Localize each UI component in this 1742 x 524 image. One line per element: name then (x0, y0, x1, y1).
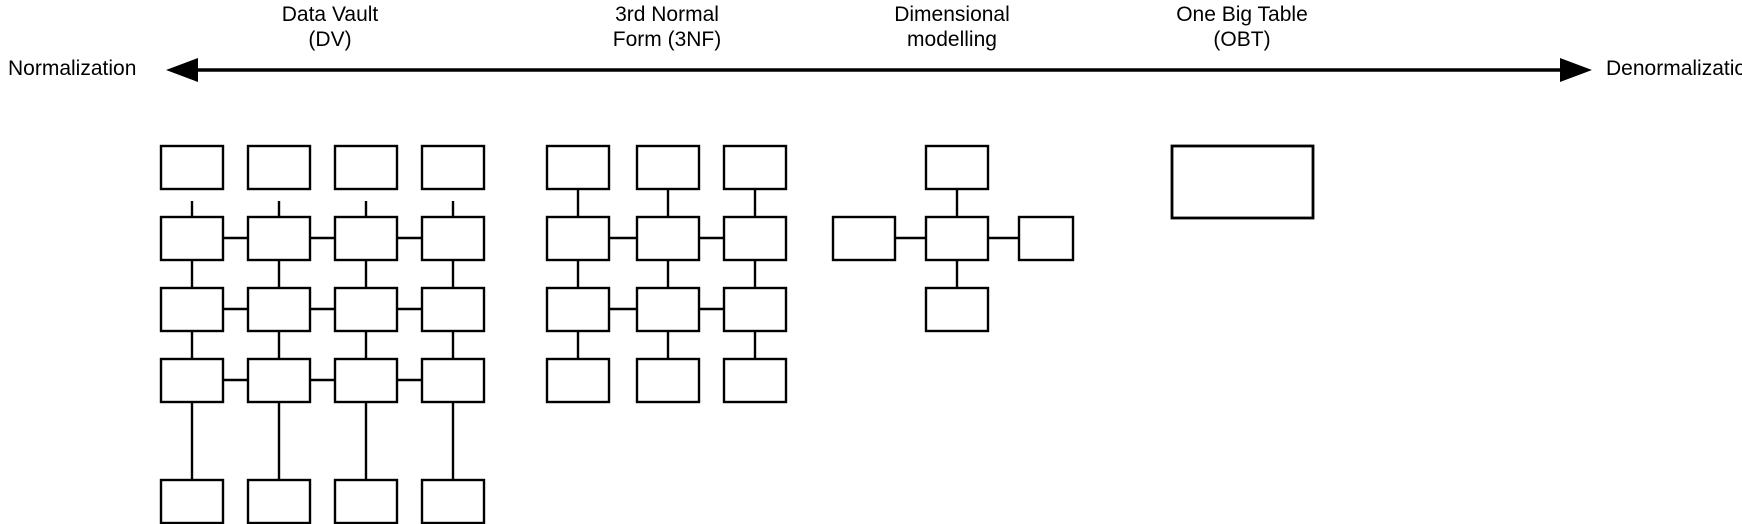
one-big-table-box[interactable] (1170, 144, 1315, 220)
dv-connectors (190, 201, 455, 480)
table-box[interactable] (545, 357, 611, 404)
star-connectors (895, 189, 1019, 288)
table-box[interactable] (545, 215, 611, 262)
stage-label-one-big-table: One Big Table (OBT) (1176, 3, 1308, 51)
dimension-table-left[interactable] (831, 215, 897, 262)
table-box[interactable] (545, 144, 611, 191)
table-box[interactable] (246, 286, 312, 333)
axis-label-denormalization: Denormalization (1606, 57, 1742, 80)
table-box[interactable] (420, 357, 486, 404)
table-box[interactable] (635, 215, 701, 262)
model-data-vault-grid (159, 144, 486, 524)
table-box[interactable] (722, 144, 788, 191)
axis-label-normalization: Normalization (8, 57, 137, 80)
table-box[interactable] (333, 215, 399, 262)
table-box[interactable] (333, 286, 399, 333)
table-box[interactable] (635, 286, 701, 333)
table-box[interactable] (159, 478, 225, 524)
table-box[interactable] (246, 357, 312, 404)
table-box[interactable] (159, 215, 225, 262)
arrow-head-left (166, 58, 198, 82)
dimension-table-right[interactable] (1017, 215, 1075, 262)
table-box[interactable] (159, 144, 225, 191)
nf3-connectors (576, 189, 757, 359)
table-box[interactable] (420, 215, 486, 262)
table-box[interactable] (722, 357, 788, 404)
stage-label-data-vault: Data Vault (DV) (281, 3, 379, 51)
stage-label-third-normal-form: 3rd Normal Form (3NF) (612, 3, 722, 51)
dimension-table-top[interactable] (924, 144, 990, 191)
table-box[interactable] (420, 144, 486, 191)
table-box[interactable] (246, 144, 312, 191)
arrow-head-right (1560, 58, 1592, 82)
table-box[interactable] (635, 144, 701, 191)
model-one-big-table (1170, 144, 1315, 220)
table-box[interactable] (159, 286, 225, 333)
table-box[interactable] (333, 478, 399, 524)
table-box[interactable] (246, 478, 312, 524)
table-box[interactable] (333, 144, 399, 191)
table-box[interactable] (545, 286, 611, 333)
table-box[interactable] (420, 478, 486, 524)
table-box[interactable] (722, 215, 788, 262)
table-box[interactable] (420, 286, 486, 333)
fact-table-center[interactable] (924, 215, 990, 262)
table-box[interactable] (635, 357, 701, 404)
model-dimensional-star (831, 144, 1075, 333)
table-box[interactable] (722, 286, 788, 333)
table-box[interactable] (159, 357, 225, 404)
table-box[interactable] (333, 357, 399, 404)
normalization-axis-arrow (166, 58, 1592, 82)
dimension-table-bottom[interactable] (924, 286, 990, 333)
model-third-normal-form-grid (545, 144, 788, 404)
table-box[interactable] (246, 215, 312, 262)
stage-label-dimensional-modelling: Dimensional modelling (894, 3, 1010, 51)
